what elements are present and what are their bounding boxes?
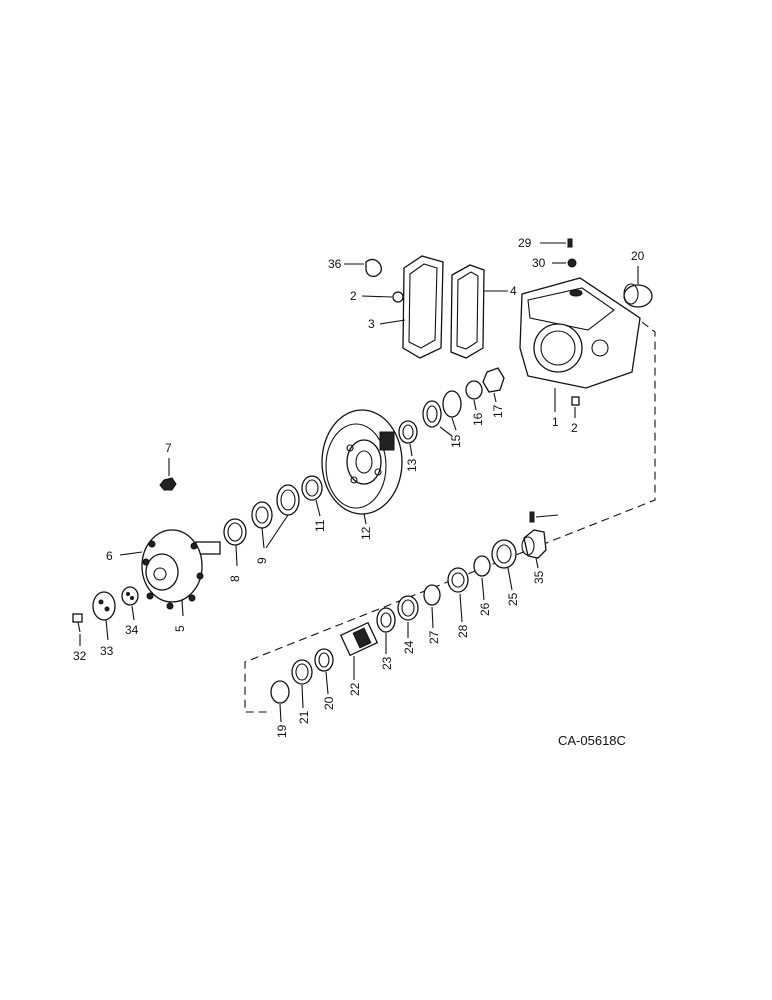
callout-13: 13 <box>405 458 419 472</box>
part-34-sleeve <box>521 529 547 559</box>
callout-32: 33 <box>100 644 114 658</box>
part-19-seal <box>270 680 290 704</box>
callout-22: 22 <box>348 682 362 696</box>
reference-code: CA-05618C <box>558 733 626 748</box>
part-8-seal <box>223 518 247 546</box>
part-2-plug <box>392 291 404 303</box>
part-4-gasket <box>450 264 485 359</box>
callout-28: 28 <box>456 624 470 638</box>
callout-25: 25 <box>506 592 520 606</box>
callout-7: 7 <box>165 441 172 455</box>
part-22-pinion <box>339 621 379 657</box>
callout-18: 20 <box>631 249 645 263</box>
part-33-cap <box>121 586 139 606</box>
part-30-ball <box>567 258 577 268</box>
part-2-lower-plug <box>571 396 580 406</box>
part-27-snap-ring <box>423 584 441 606</box>
part-21-bearing-cup <box>291 659 313 685</box>
callout-33: 34 <box>125 623 139 637</box>
part-31-bolt <box>72 613 83 633</box>
callout-4: 4 <box>510 284 517 298</box>
part-15-bearing <box>422 390 462 428</box>
part-20-bearing-cone <box>314 648 334 672</box>
callout-31: 32 <box>73 649 87 663</box>
part-11-bearing-cone <box>301 475 323 501</box>
callout-17: 17 <box>491 404 505 418</box>
part-28-cap <box>447 567 469 593</box>
callout-21: 21 <box>297 710 311 724</box>
callout-11: 11 <box>313 519 327 532</box>
callout-15: 15 <box>449 434 463 448</box>
part-13-bearing-cone <box>398 420 418 444</box>
callout-1: 1 <box>552 415 559 429</box>
part-18-bearing-cup <box>623 283 653 308</box>
callout-23: 23 <box>380 656 394 670</box>
part-12-bull-gear <box>321 409 403 515</box>
callout-29: 29 <box>518 236 532 250</box>
part-3-cover-plate <box>402 255 444 359</box>
callout-5: 5 <box>173 625 187 632</box>
part-29-pin <box>567 238 573 248</box>
callout-8: 8 <box>228 575 242 582</box>
callout-2-upper: 2 <box>350 289 357 303</box>
callout-30: 30 <box>532 256 546 270</box>
part-26-oring <box>473 555 491 577</box>
callout-34: 35 <box>532 570 546 584</box>
part-1-housing <box>519 277 641 389</box>
part-25-retainer <box>491 539 517 569</box>
part-32-plate <box>92 591 116 621</box>
part-17-nut <box>482 367 505 393</box>
callout-12: 12 <box>359 526 373 540</box>
callout-6: 6 <box>106 549 113 563</box>
part-36-fitting <box>529 511 535 523</box>
part-24-bearing-cup <box>397 595 419 621</box>
callout-24: 24 <box>402 640 416 654</box>
callout-19: 19 <box>275 724 289 738</box>
callout-2-lower: 2 <box>571 421 578 435</box>
callout-26: 26 <box>478 602 492 616</box>
callout-35: 36 <box>328 257 342 271</box>
part-16-washer <box>465 380 483 400</box>
callout-27: 27 <box>427 630 441 644</box>
part-9-bearing <box>251 484 300 529</box>
part-35-elbow-fitting <box>365 258 382 278</box>
part-5-axle-hub <box>141 529 221 610</box>
callout-16: 16 <box>471 412 485 426</box>
callout-20: 20 <box>322 696 336 710</box>
callout-3: 3 <box>368 317 375 331</box>
part-23-bearing-cone <box>376 607 396 633</box>
part-7-stud <box>159 477 177 491</box>
callout-9: 9 <box>255 557 269 564</box>
